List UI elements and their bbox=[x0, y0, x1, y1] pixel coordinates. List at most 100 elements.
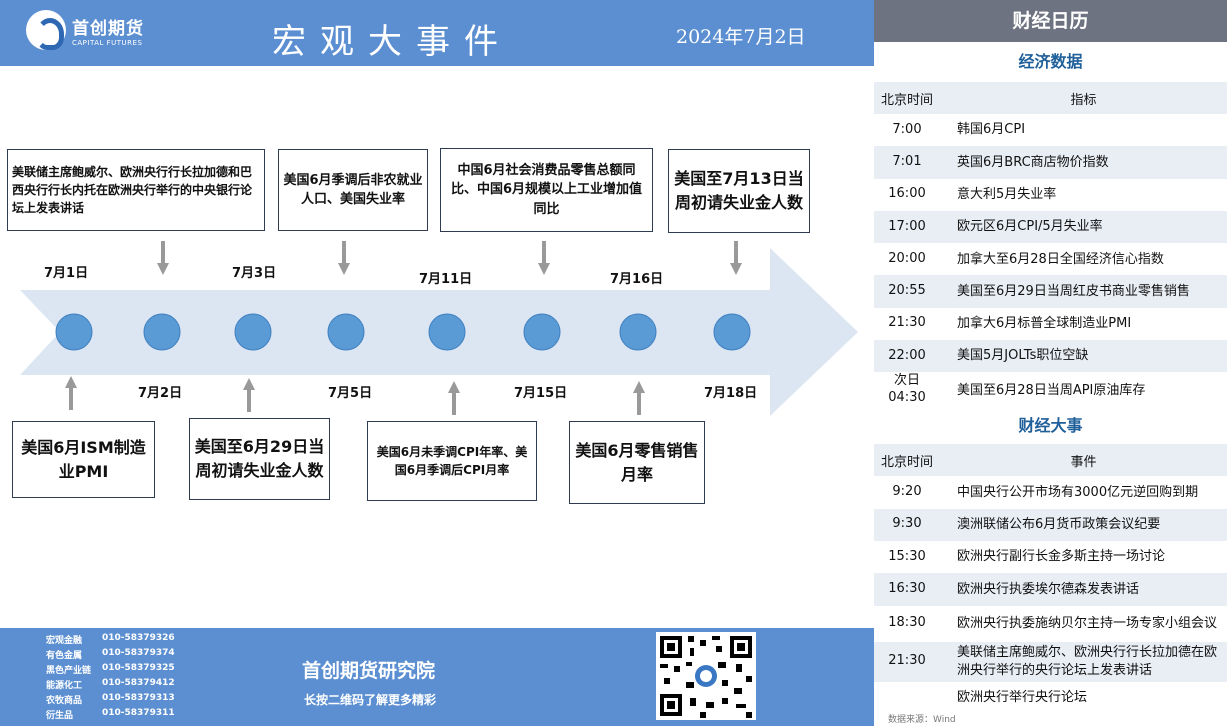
econ-table-header: 北京时间指标 bbox=[874, 82, 1227, 114]
date-label-bottom: 7月2日 bbox=[138, 386, 183, 401]
arrow-up-icon bbox=[448, 381, 460, 415]
timeline-dot bbox=[234, 313, 272, 351]
date-label-top: 7月11日 bbox=[419, 272, 473, 287]
table-row: 17:00 欧元区6月CPI/5月失业率 bbox=[874, 210, 1227, 244]
qr-code-icon[interactable] bbox=[656, 632, 756, 720]
arrow-down-icon bbox=[338, 241, 350, 275]
event-box-bottom-2: 美国至6月29日当周初请失业金人数 bbox=[189, 418, 330, 500]
table-row: 20:00 加拿大至6月28日全国经济信心指数 bbox=[874, 243, 1227, 275]
timeline-dot bbox=[713, 313, 751, 351]
row-time: 21:30 bbox=[888, 653, 926, 669]
timeline-arrow bbox=[20, 248, 858, 416]
row-time: 次日 04:30 bbox=[888, 373, 926, 406]
row-item: 中国央行公开市场有3000亿元逆回购到期 bbox=[957, 484, 1199, 500]
table-row: 7:01 英国6月BRC商店物价指数 bbox=[874, 146, 1227, 179]
table-row: 9:20 中国央行公开市场有3000亿元逆回购到期 bbox=[874, 476, 1227, 508]
header-banner: 首创期货 CAPITAL FUTURES 宏观大事件 2024年7月2日 bbox=[0, 0, 874, 66]
finance-calendar-panel: 财经日历 经济数据 北京时间指标 7:00 韩国6月CPI 7:01 英国6月BRC商… bbox=[874, 0, 1227, 726]
arrow-down-icon bbox=[730, 241, 742, 275]
date-label-bottom: 7月18日 bbox=[704, 386, 758, 401]
row-item: 加拿大至6月28日全国经济信心指数 bbox=[957, 251, 1164, 267]
row-time: 7:01 bbox=[892, 154, 922, 169]
events-table: 9:20 中国央行公开市场有3000亿元逆回购到期 9:30 澳洲联储公布6月货币政策… bbox=[874, 476, 1227, 713]
calendar-title: 财经日历 bbox=[874, 0, 1227, 42]
event-box-bottom-3: 美国6月未季调CPI年率、美国6月季调后CPI月率 bbox=[367, 421, 537, 501]
institute-name: 首创期货研究院 bbox=[302, 660, 436, 682]
events-table-header: 北京时间事件 bbox=[874, 444, 1227, 477]
qr-tip: 长按二维码了解更多精彩 bbox=[304, 693, 437, 707]
timeline-dot bbox=[523, 313, 561, 351]
company-logo: 首创期货 CAPITAL FUTURES bbox=[26, 10, 144, 50]
event-box-top-2: 美国6月季调后非农就业人口、美国失业率 bbox=[278, 149, 428, 231]
row-item: 美国5月JOLTs职位空缺 bbox=[957, 348, 1089, 364]
table-row: 9:30 澳洲联储公布6月货币政策会议纪要 bbox=[874, 508, 1227, 541]
row-time: 20:00 bbox=[888, 250, 926, 266]
events-title: 财经大事 bbox=[1018, 416, 1083, 436]
table-row: 20:55 美国至6月29日当周红皮书商业零售销售 bbox=[874, 275, 1227, 308]
arrow-up-icon bbox=[633, 381, 645, 415]
row-time: 7:00 bbox=[892, 121, 922, 137]
report-date: 2024年7月2日 bbox=[676, 26, 806, 48]
row-item: 欧洲央行执委施纳贝尔主持一场专家小组会议 bbox=[957, 615, 1218, 631]
table-row: 21:30 加拿大6月标普全球制造业PMI bbox=[874, 308, 1227, 340]
row-time: 18:30 bbox=[888, 615, 926, 631]
row-time: 9:20 bbox=[892, 484, 922, 500]
econ-data-title: 经济数据 bbox=[1018, 52, 1083, 71]
logo-name-cn: 首创期货 bbox=[72, 18, 144, 39]
row-time: 15:30 bbox=[888, 548, 926, 564]
row-time: 21:30 bbox=[888, 315, 926, 331]
row-time: 16:00 bbox=[888, 186, 926, 202]
date-label-top: 7月3日 bbox=[232, 266, 277, 281]
timeline-dots bbox=[55, 313, 751, 351]
row-item: 澳洲联储公布6月货币政策会议纪要 bbox=[957, 517, 1161, 533]
row-time: 9:30 bbox=[892, 516, 922, 532]
row-time: 17:00 bbox=[888, 218, 926, 234]
row-item: 英国6月BRC商店物价指数 bbox=[957, 154, 1109, 170]
row-time: 20:55 bbox=[888, 283, 926, 299]
table-row: 22:00 美国5月JOLTs职位空缺 bbox=[874, 340, 1227, 373]
timeline-dot bbox=[327, 313, 365, 351]
timeline-dot bbox=[55, 313, 93, 351]
arrow-down-icon bbox=[538, 241, 550, 275]
row-item: 意大利5月失业率 bbox=[957, 186, 1057, 202]
row-item: 欧洲央行举行央行论坛 bbox=[957, 689, 1088, 705]
date-label-top: 7月16日 bbox=[610, 272, 664, 287]
table-row: 15:30 欧洲央行副行长金多斯主持一场讨论 bbox=[874, 541, 1227, 573]
event-box-top-4: 美国至7月13日当周初请失业金人数 bbox=[668, 149, 810, 233]
data-source: 数据来源：Wind bbox=[888, 715, 956, 725]
timeline-dot bbox=[143, 313, 181, 351]
row-item: 韩国6月CPI bbox=[957, 122, 1026, 138]
arrow-up-icon bbox=[65, 376, 77, 410]
econ-table: 7:00 韩国6月CPI 7:01 英国6月BRC商店物价指数 16:00 意大利5月失业… bbox=[874, 114, 1227, 408]
arrow-up-icon bbox=[243, 378, 255, 412]
arrow-down-icon bbox=[157, 241, 169, 275]
timeline-dot bbox=[619, 313, 657, 351]
table-row: 7:00 韩国6月CPI bbox=[874, 114, 1227, 146]
page-title: 宏观大事件 bbox=[272, 22, 512, 62]
event-box-bottom-4: 美国6月零售销售月率 bbox=[569, 421, 705, 504]
row-time: 22:00 bbox=[888, 347, 926, 363]
table-row: 16:00 意大利5月失业率 bbox=[874, 179, 1227, 211]
row-item: 欧洲央行副行长金多斯主持一场讨论 bbox=[957, 549, 1166, 565]
table-row: 18:30 欧洲央行执委施纳贝尔主持一场专家小组会议 bbox=[874, 606, 1227, 642]
row-item: 欧元区6月CPI/5月失业率 bbox=[957, 219, 1103, 235]
row-item: 加拿大6月标普全球制造业PMI bbox=[957, 316, 1132, 332]
date-label-bottom: 7月15日 bbox=[514, 386, 568, 401]
date-label-bottom: 7月5日 bbox=[328, 386, 373, 401]
date-label-top: 7月1日 bbox=[44, 266, 89, 281]
event-box-top-3: 中国6月社会消费品零售总额同比、中国6月规模以上工业增加值同比 bbox=[440, 148, 653, 232]
logo-icon bbox=[26, 10, 66, 50]
logo-name-en: CAPITAL FUTURES bbox=[72, 38, 143, 47]
row-item: 美国至6月29日当周红皮书商业零售销售 bbox=[957, 283, 1190, 299]
